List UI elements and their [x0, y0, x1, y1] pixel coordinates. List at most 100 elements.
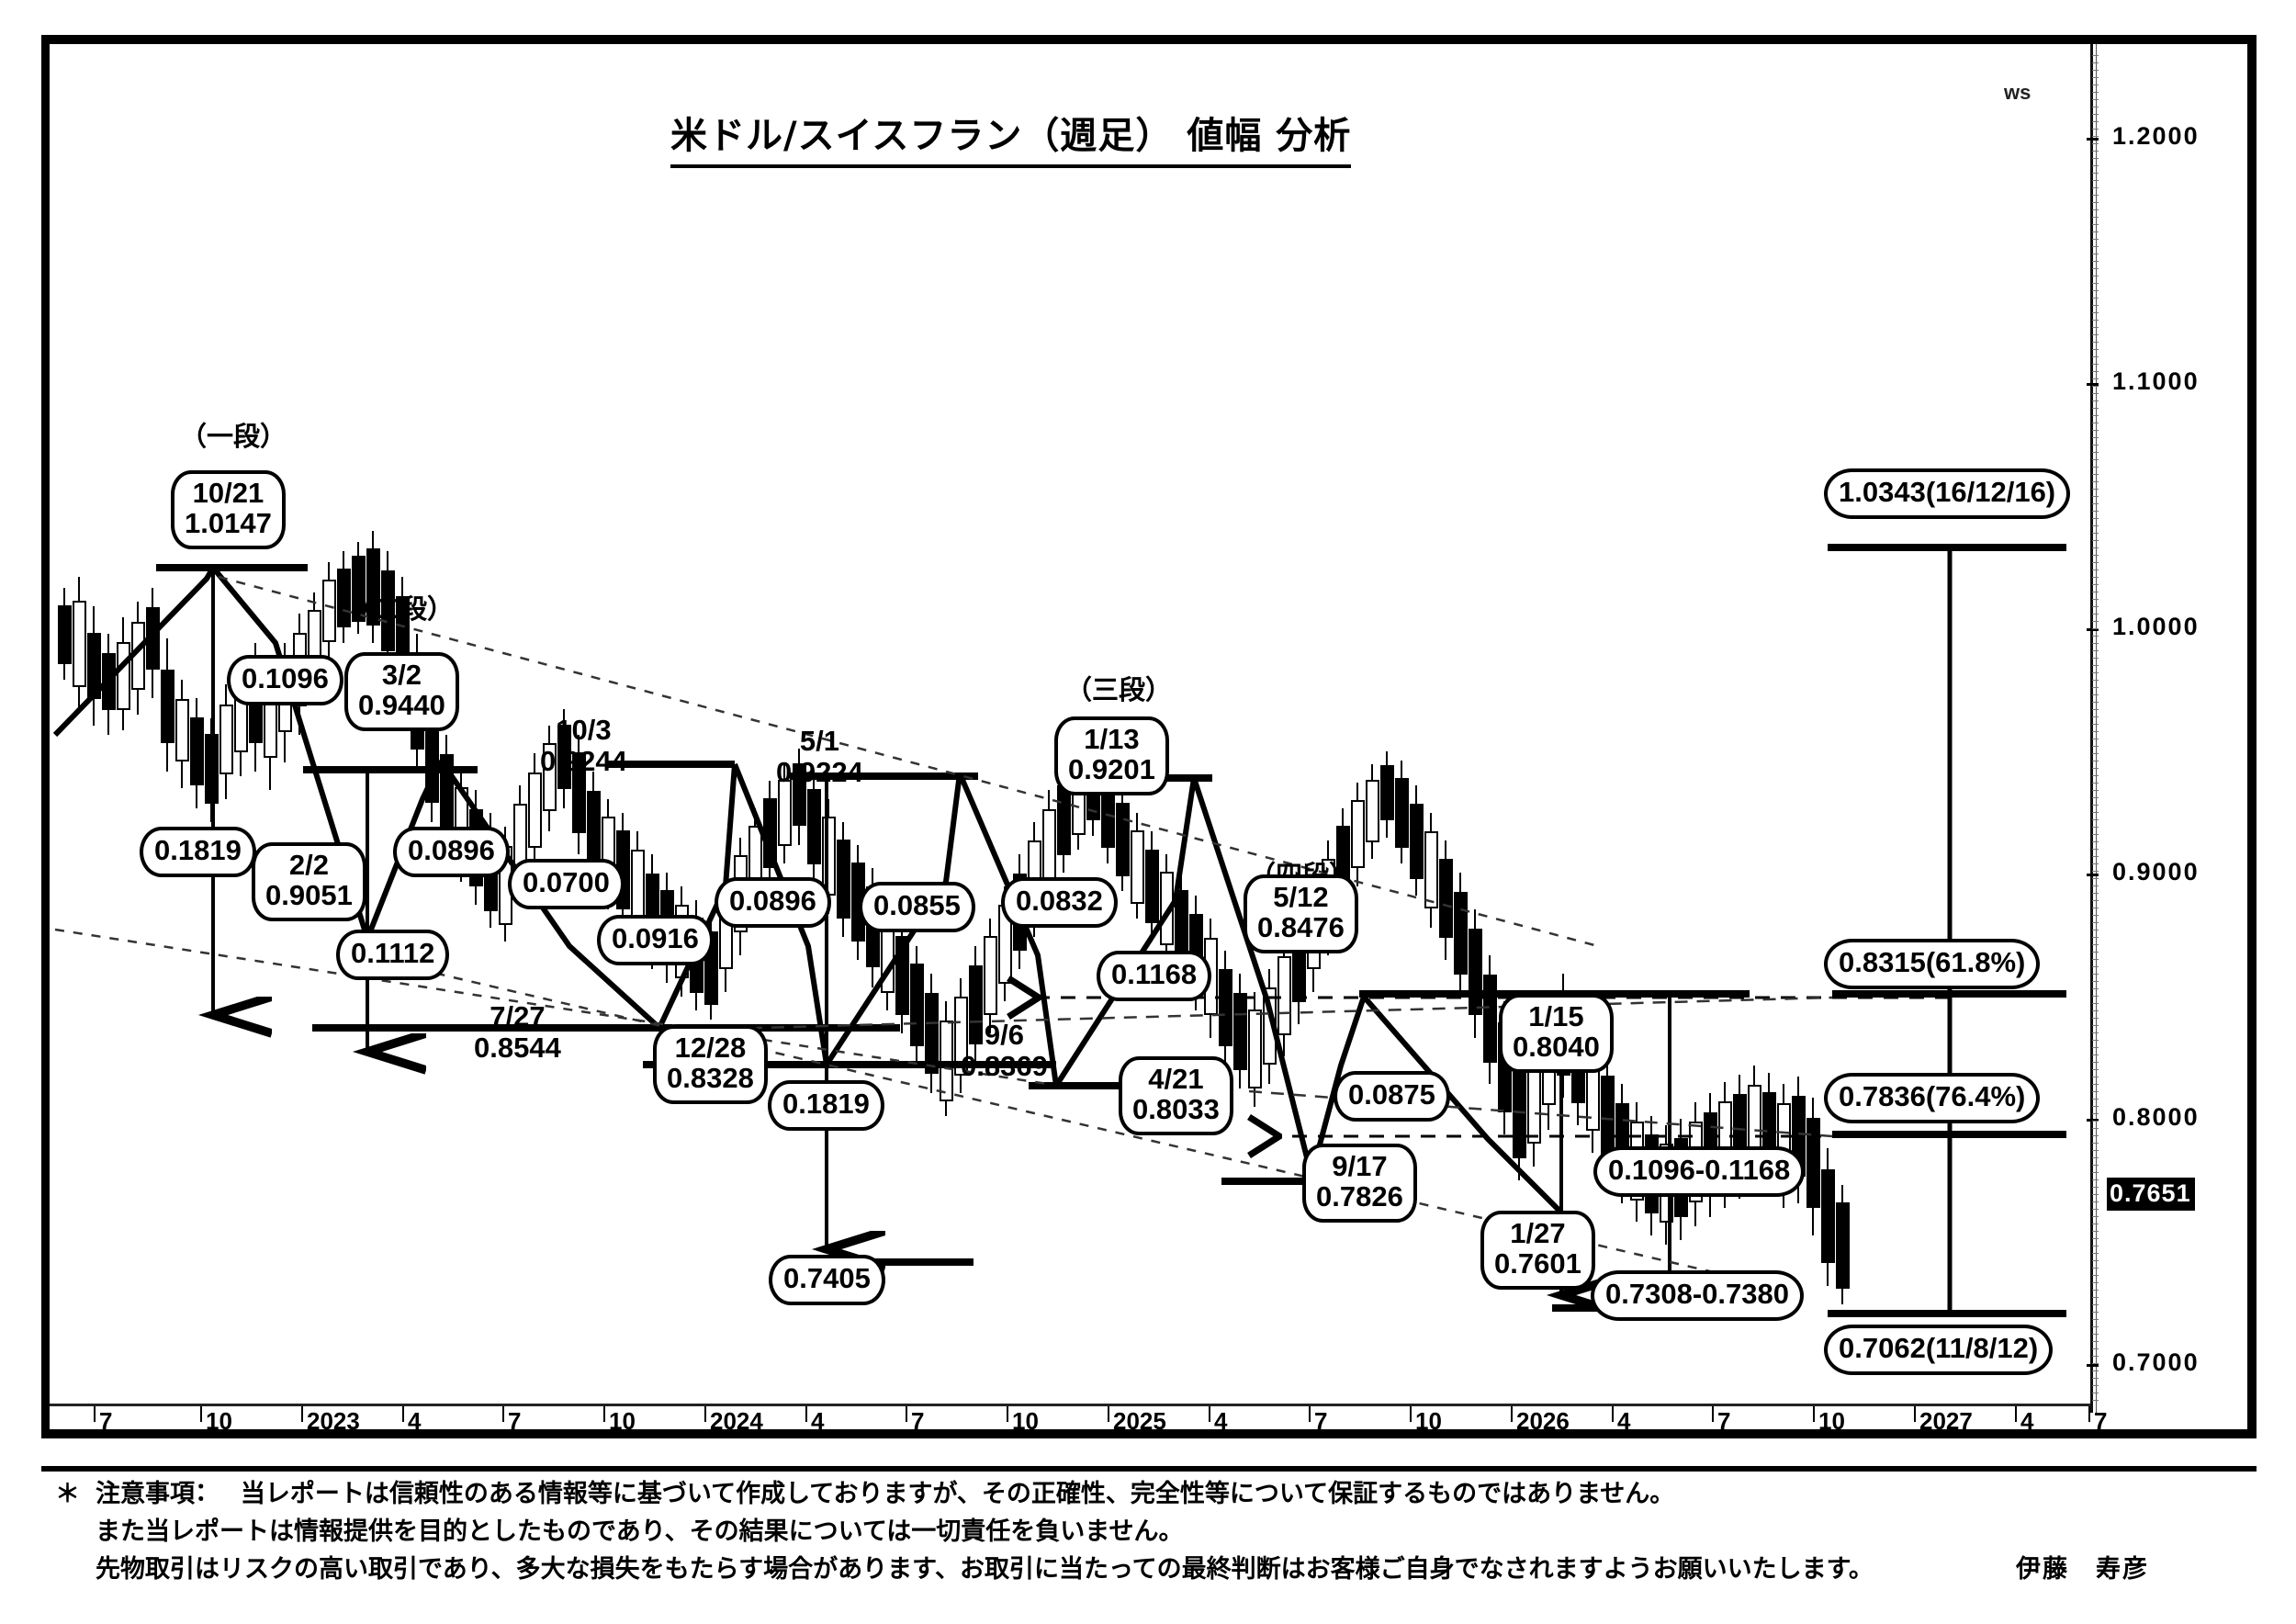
price-axis-minor-tick	[2092, 1165, 2099, 1166]
price-axis-minor-tick	[2092, 900, 2099, 901]
range-label-0-0896-a: 0.0896	[393, 827, 510, 877]
price-axis-minor-tick	[2092, 231, 2099, 232]
ytick-0-8000	[2087, 1119, 2099, 1122]
price-axis-minor-tick	[2092, 415, 2099, 416]
price-axis-minor-tick	[2092, 1062, 2099, 1063]
price-axis-minor-tick	[2092, 202, 2099, 203]
range-label-0-0700: 0.0700	[508, 859, 625, 909]
price-axis-minor-tick	[2092, 298, 2099, 299]
price-axis-minor-tick	[2092, 489, 2099, 490]
price-axis-minor-tick	[2092, 1370, 2099, 1371]
ylabel-0-8000: 0.8000	[2112, 1103, 2200, 1131]
author-name: 伊藤 寿彦	[2016, 1555, 2149, 1585]
asterisk-icon: ＊	[55, 1480, 80, 1508]
price-axis-minor-tick	[2092, 966, 2099, 967]
swing-label-1-13: 1/13 0.9201	[1054, 716, 1169, 795]
price-axis-minor-tick	[2092, 1290, 2099, 1291]
price-axis-minor-tick	[2092, 547, 2099, 548]
disclaimer-line-2: また当レポートは情報提供を目的としたものであり、その結果については一切責任を負い…	[55, 1513, 2259, 1551]
frame-bottom-border	[41, 1429, 2257, 1438]
price-axis-minor-tick	[2092, 334, 2099, 335]
price-axis-minor-tick	[2092, 1128, 2099, 1129]
price-axis-minor-tick	[2092, 268, 2099, 269]
swing-label-12-28: 12/28 0.8328	[653, 1025, 768, 1104]
price-axis-minor-tick	[2092, 1018, 2099, 1019]
price-axis-minor-tick	[2092, 1400, 2099, 1401]
xlabel-18: 2027	[1919, 1407, 1973, 1435]
price-axis-minor-tick	[2092, 121, 2099, 122]
xtick-7	[805, 1406, 807, 1422]
xtick-13	[1410, 1406, 1412, 1422]
price-axis-minor-tick	[2092, 1047, 2099, 1048]
disclaimer-text-3: 先物取引はリスクの高い取引であり、多大な損失をもたらす場合があります、お取引に当…	[96, 1555, 1874, 1585]
price-axis-minor-tick	[2092, 1312, 2099, 1313]
price-axis-minor-tick	[2092, 599, 2099, 600]
price-axis-minor-tick	[2092, 753, 2099, 754]
price-axis-minor-tick	[2092, 452, 2099, 453]
xlabel-13: 10	[1415, 1407, 1442, 1435]
time-axis-line	[50, 1404, 2090, 1406]
ylabel-1-2000: 1.2000	[2112, 122, 2200, 150]
swing-date: 4/21	[1148, 1063, 1204, 1095]
price-axis-minor-tick	[2092, 797, 2099, 798]
xtick-9	[1007, 1406, 1008, 1422]
xlabel-0: 7	[99, 1407, 113, 1435]
price-axis-minor-tick	[2092, 672, 2099, 673]
projected-range-label: 0.1096-0.1168	[1593, 1146, 1806, 1197]
ytick-1-0000	[2087, 628, 2099, 631]
swing-price: 0.8544	[474, 1032, 561, 1065]
price-axis-minor-tick	[2092, 694, 2099, 695]
price-axis-minor-tick	[2092, 217, 2099, 218]
price-axis-minor-tick	[2092, 1253, 2099, 1254]
swing-date: 1/27	[1510, 1217, 1566, 1249]
price-axis-minor-tick	[2092, 1187, 2099, 1188]
price-axis-minor-tick	[2092, 1121, 2099, 1122]
ylabel-1-1000: 1.1000	[2112, 367, 2200, 395]
price-axis-minor-tick	[2092, 1179, 2099, 1180]
price-axis-minor-tick	[2092, 511, 2099, 512]
swing-date: 9/6	[984, 1019, 1024, 1051]
price-axis-minor-tick	[2092, 386, 2099, 387]
xlabel-1: 10	[206, 1407, 232, 1435]
ytick-0-7000	[2087, 1364, 2099, 1367]
xtick-0	[94, 1406, 96, 1422]
price-axis-minor-tick	[2092, 349, 2099, 350]
swing-label-4-21: 4/21 0.8033	[1119, 1056, 1233, 1135]
price-axis-minor-tick	[2092, 224, 2099, 225]
price-axis-minor-tick	[2092, 1143, 2099, 1144]
xlabel-10: 2025	[1113, 1407, 1166, 1435]
price-axis-minor-tick	[2092, 1106, 2099, 1107]
price-axis-minor-tick	[2092, 959, 2099, 960]
price-axis-minor-tick	[2092, 503, 2099, 504]
xlabel-9: 10	[1012, 1407, 1039, 1435]
xlabel-16: 7	[1717, 1407, 1731, 1435]
xtick-8	[906, 1406, 907, 1422]
xlabel-2: 2023	[307, 1407, 360, 1435]
swing-price: 0.8033	[1132, 1092, 1220, 1125]
price-axis-minor-tick	[2092, 1172, 2099, 1173]
price-axis-minor-tick	[2092, 496, 2099, 497]
price-axis-minor-tick	[2092, 577, 2099, 578]
frame-right-border	[2247, 35, 2257, 1438]
range-label-0-0855: 0.0855	[859, 882, 975, 932]
swing-price: 0.8328	[667, 1061, 754, 1094]
xlabel-7: 4	[811, 1407, 825, 1435]
price-axis-minor-tick	[2092, 459, 2099, 460]
xlabel-4: 7	[508, 1407, 522, 1435]
frame-left-border	[41, 35, 50, 1438]
swing-label-5-12: 5/12 0.8476	[1244, 874, 1358, 953]
price-axis-minor-tick	[2092, 290, 2099, 291]
price-axis-minor-tick	[2092, 636, 2099, 637]
price-axis-minor-tick	[2092, 62, 2099, 63]
price-axis-minor-tick	[2092, 1378, 2099, 1379]
price-axis-minor-tick	[2092, 893, 2099, 894]
range-label-0-1096: 0.1096	[227, 655, 343, 705]
swing-label-2-2: 2/2 0.9051	[252, 842, 366, 921]
price-axis-line	[2090, 44, 2093, 1413]
xlabel-6: 2024	[710, 1407, 763, 1435]
fib-764-label: 0.7836(76.4%)	[1824, 1073, 2041, 1123]
price-axis-minor-tick	[2092, 1231, 2099, 1232]
frame-top-border	[41, 35, 2255, 44]
price-axis-minor-tick	[2092, 378, 2099, 379]
